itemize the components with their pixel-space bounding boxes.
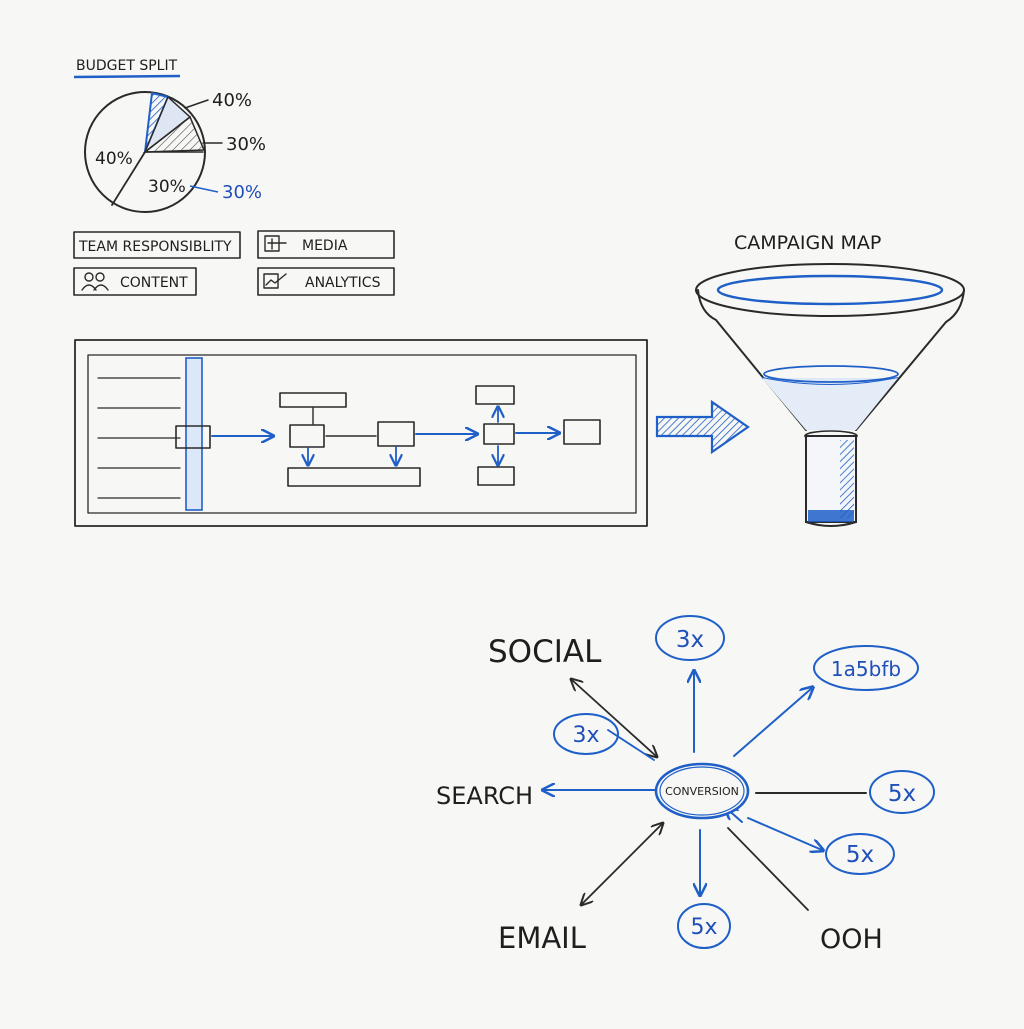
pie-leader-3: [189, 185, 219, 193]
svg-text:5x: 5x: [846, 842, 874, 868]
team-box-responsibility[interactable]: TEAM RESPONSIBLITY: [73, 231, 241, 259]
team-box-analytics[interactable]: ANALYTICS: [257, 267, 395, 296]
team-label-content: CONTENT: [120, 275, 188, 291]
budget-pie: 40% 30% 40% 30% 30%: [84, 90, 266, 213]
team-label-analytics: ANALYTICS: [305, 275, 381, 291]
bubble-right[interactable]: 5x: [869, 770, 935, 814]
spoke-right-lower: [747, 817, 822, 850]
svg-text:3x: 3x: [572, 723, 599, 748]
svg-text:5x: 5x: [690, 915, 717, 940]
budget-title-underline: [73, 74, 181, 79]
workflow-frame-inner: [87, 354, 637, 514]
pie-label-bottom-right: 30%: [222, 182, 262, 203]
bubble-bottom[interactable]: 5x: [677, 903, 731, 949]
workflow-node-3[interactable]: [377, 421, 415, 447]
workflow-node-top-2[interactable]: [475, 385, 515, 405]
workflow-sidebar-lines: [97, 377, 181, 499]
bubble-top-right[interactable]: 1a5bfb: [813, 645, 919, 691]
channel-ooh: OOH: [820, 924, 883, 955]
budget-title: BUDGET SPLIT: [76, 58, 178, 74]
campaign-funnel: CAMPAIGN MAP: [695, 232, 965, 527]
svg-text:3x: 3x: [676, 627, 704, 653]
conversion-label: CONVERSION: [665, 785, 739, 798]
pie-label-top-right: 40%: [212, 90, 252, 111]
team-label-media: MEDIA: [302, 238, 348, 254]
people-icon: [81, 272, 109, 291]
workflow-node-2[interactable]: [289, 424, 325, 448]
spoke-ooh: [727, 827, 809, 911]
workflow-scroll-bar[interactable]: [185, 357, 203, 511]
workflow-node-bottom-2[interactable]: [477, 466, 515, 486]
analytics-icon: [263, 273, 287, 289]
pie-leader-1: [184, 99, 209, 109]
channel-email: EMAIL: [498, 921, 586, 955]
pie-outline: [84, 91, 206, 213]
workflow-node-bottom-bar[interactable]: [287, 467, 421, 487]
pie-slice-hatched: [142, 115, 206, 153]
funnel-icon: [695, 263, 965, 527]
pie-divider-1: [111, 151, 146, 206]
bubble-top[interactable]: 3x: [655, 615, 725, 661]
conversion-node[interactable]: CONVERSION: [654, 762, 750, 820]
team-label-responsibility: TEAM RESPONSIBLITY: [78, 239, 232, 255]
campaign-title: CAMPAIGN MAP: [734, 232, 881, 254]
spoke-email: [582, 824, 662, 904]
channel-search: SEARCH: [436, 782, 533, 810]
team-box-media[interactable]: MEDIA: [257, 230, 395, 259]
bubble-left[interactable]: 3x: [553, 713, 619, 755]
svg-text:5x: 5x: [888, 781, 916, 807]
pie-label-left: 40%: [95, 149, 133, 169]
workflow-frame-outer: [74, 339, 648, 527]
team-responsibility-grid: TEAM RESPONSIBLITY MEDIA CONTENT: [73, 230, 395, 296]
bubble-right-lower[interactable]: 5x: [825, 833, 895, 875]
spoke-social: [572, 680, 656, 756]
pie-label-bottom: 30%: [148, 177, 186, 197]
conversion-network: CONVERSION SOCIAL SEARCH EMAIL OOH 3x 3x…: [436, 615, 935, 955]
pie-label-mid-right: 30%: [226, 134, 266, 155]
workflow-node-end[interactable]: [563, 419, 601, 445]
big-arrow-icon: [655, 399, 750, 455]
budget-section: BUDGET SPLIT 40% 30% 40% 30% 30%: [73, 58, 266, 213]
workflow-node-top-1[interactable]: [279, 392, 347, 408]
spoke-bubble-3x: [607, 729, 655, 761]
workflow-node-start[interactable]: [175, 425, 211, 449]
media-icon: [264, 235, 287, 252]
team-box-content[interactable]: CONTENT: [73, 267, 197, 296]
spoke-top-right: [733, 688, 812, 757]
workflow-node-4[interactable]: [483, 423, 515, 445]
workflow-panel: [74, 339, 648, 527]
channel-social: SOCIAL: [488, 634, 602, 670]
svg-text:1a5bfb: 1a5bfb: [831, 657, 901, 681]
